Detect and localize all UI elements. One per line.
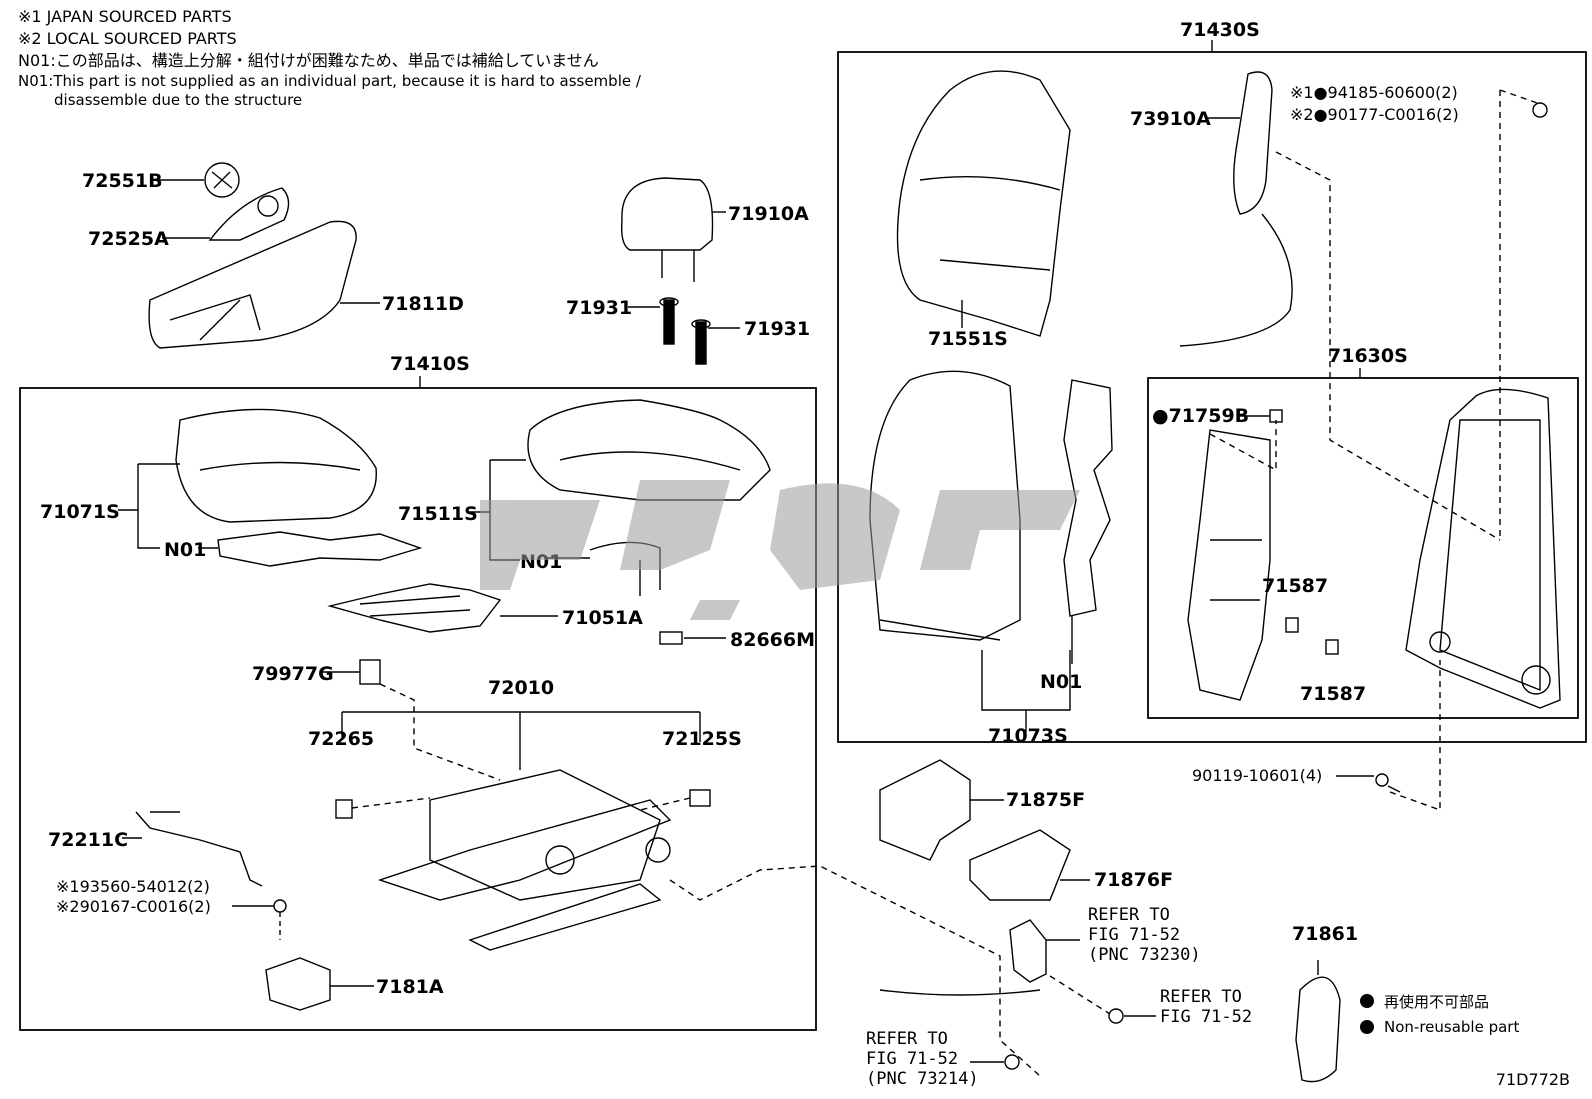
box-71410S: [19, 387, 817, 1031]
label-71630S: 71630S: [1328, 345, 1408, 367]
nut-94185: [1532, 102, 1548, 118]
ref1-line1: REFER TO: [1088, 905, 1170, 925]
label-90119: 90119-10601(4): [1192, 766, 1322, 785]
bolt-93560: [273, 899, 287, 940]
diagram-code: 71D772B: [1495, 1070, 1570, 1089]
note-n01-en: N01:This part is not supplied as an indi…: [18, 72, 641, 90]
label-72265: 72265: [308, 728, 374, 750]
label-7181A: 7181A: [376, 976, 444, 998]
bolt-71931-a: [659, 297, 679, 345]
label-71759B: ●71759B: [1152, 405, 1249, 427]
note-n01-en-2: disassemble due to the structure: [54, 91, 303, 109]
ref3-line3: (PNC 73214): [866, 1069, 979, 1089]
heater-N01-b: [589, 541, 661, 596]
legend-jp: 再使用不可部品: [1384, 992, 1490, 1011]
note-n01-jp: N01:この部品は、構造上分解・組付けが困難なため、単品では補給していません: [18, 51, 599, 70]
cushion-pad-71071S: [175, 408, 377, 523]
label-N01-c: N01: [1040, 671, 1082, 693]
label-71876F: 71876F: [1094, 869, 1173, 891]
ref3-line1: REFER TO: [866, 1029, 948, 1049]
label-71051A: 71051A: [562, 607, 643, 629]
spring-71051A: [327, 583, 502, 633]
seatback-pad: [869, 370, 1021, 641]
headrest-drawing: [620, 177, 714, 282]
label-71861: 71861: [1292, 923, 1358, 945]
side-airbag-73910A: [1179, 71, 1293, 347]
label-72551B: 72551B: [82, 170, 163, 192]
label-94185: ※1●94185-60600(2): [1290, 83, 1458, 102]
nut-ref3: [1004, 1054, 1020, 1070]
label-71071S: 71071S: [40, 501, 120, 523]
cover-71876F: [969, 829, 1071, 901]
clip-82666M: [659, 631, 683, 645]
legend: 再使用不可部品 Non-reusable part: [1360, 988, 1519, 1040]
label-72010: 72010: [488, 677, 554, 699]
label-71551S: 71551S: [928, 328, 1008, 350]
label-N01-b: N01: [520, 551, 562, 573]
label-N01-a: N01: [164, 539, 206, 561]
bracket-72265: [335, 799, 353, 819]
label-71811D: 71811D: [382, 293, 464, 315]
box-71630S: [1147, 377, 1579, 719]
label-71410S: 71410S: [390, 353, 470, 375]
box-71430S: [837, 51, 1587, 743]
ref2-line1: REFER TO: [1160, 987, 1242, 1007]
label-90177: ※2●90177-C0016(2): [1290, 105, 1459, 124]
bullet-icon: [1360, 1020, 1374, 1034]
label-71587-a: 71587: [1262, 575, 1328, 597]
buckle: [879, 919, 1047, 996]
bolt-90119: [1375, 773, 1401, 793]
label-72125S: 72125S: [662, 728, 742, 750]
cover-71875F: [879, 759, 971, 861]
seatback-frame: [1405, 388, 1561, 709]
legend-row-en: Non-reusable part: [1360, 1014, 1519, 1040]
bolt-71931-b: [691, 319, 711, 365]
mat-N01-a: [217, 531, 423, 567]
mat-N01-c: [1063, 379, 1113, 664]
ref1-line2: FIG 71-52: [1088, 925, 1180, 945]
note-japan: ※1 JAPAN SOURCED PARTS: [18, 7, 232, 26]
cushion-cover-71511S: [527, 399, 771, 501]
bracket-72125S: [689, 789, 711, 807]
motor-7181A: [265, 957, 350, 1011]
label-72525A: 72525A: [88, 228, 169, 250]
label-79977G: 79977G: [252, 663, 334, 685]
knob-72551B: [204, 162, 240, 198]
label-72211C: 72211C: [48, 829, 128, 851]
notes-block: ※1 JAPAN SOURCED PARTS ※2 LOCAL SOURCED …: [18, 6, 641, 110]
seatback-cover-71551S: [896, 70, 1071, 337]
note-local: ※2 LOCAL SOURCED PARTS: [18, 29, 237, 48]
ref2-line2: FIG 71-52: [1160, 1007, 1252, 1027]
label-71587-b: 71587: [1300, 683, 1366, 705]
bullet-icon: [1360, 994, 1374, 1008]
label-71073S: 71073S: [988, 725, 1068, 747]
label-71931-b: 71931: [744, 318, 810, 340]
lumbar-support: [1187, 429, 1271, 701]
ref1-line3: (PNC 73230): [1088, 945, 1201, 965]
clip-71587-b: [1325, 639, 1339, 655]
cover-71861: [1295, 976, 1341, 1083]
label-71910A: 71910A: [728, 203, 809, 225]
label-79977G: [359, 659, 381, 685]
label-90167: ※290167-C0016(2): [56, 897, 211, 916]
legend-en: Non-reusable part: [1384, 1018, 1520, 1036]
knob-72525A: [208, 187, 290, 241]
label-71875F: 71875F: [1006, 789, 1085, 811]
label-73910A: 73910A: [1130, 108, 1211, 130]
label-93560: ※193560-54012(2): [56, 877, 210, 896]
clip-71587-a: [1285, 617, 1299, 633]
nut-ref2: [1108, 1008, 1124, 1024]
label-71931-a: 71931: [566, 297, 632, 319]
label-71430S: 71430S: [1180, 19, 1260, 41]
ref3-line2: FIG 71-52: [866, 1049, 958, 1069]
seat-frame-72010: [377, 769, 672, 951]
wire-72211C: [135, 811, 263, 887]
label-82666M: 82666M: [730, 629, 815, 651]
legend-row-jp: 再使用不可部品: [1360, 988, 1519, 1014]
label-71511S: 71511S: [398, 503, 478, 525]
shield-71811D: [148, 220, 357, 349]
